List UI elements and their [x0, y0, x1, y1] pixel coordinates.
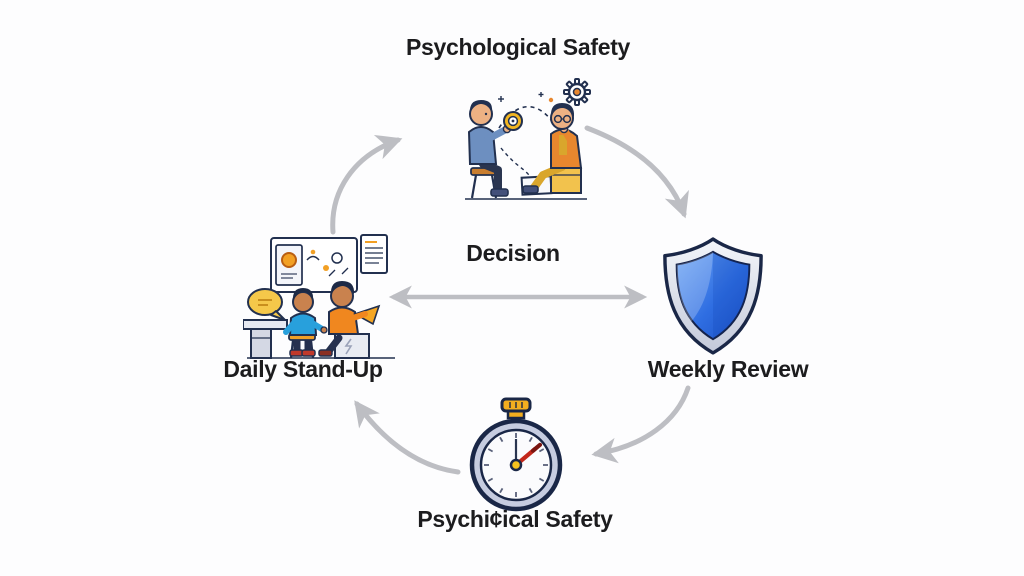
arrow-left-to-top: [330, 134, 403, 235]
right-node-label: Weekly Review: [647, 356, 809, 382]
two-people-discussion-illustration: [465, 78, 591, 200]
left-node-illustration: [242, 230, 403, 365]
arrow-bottom-to-left: [354, 400, 461, 475]
top-node-label: Psychological Safety: [405, 34, 631, 60]
right-node-illustration: [659, 234, 767, 363]
left-person-figure: [467, 100, 523, 199]
desk: [242, 319, 288, 359]
whiteboard: [270, 237, 358, 293]
left-node-label: Daily Stand-Up: [223, 356, 383, 382]
clock-ticks: [484, 433, 548, 497]
speech-bubble-icon: [247, 288, 286, 321]
top-node-illustration: [425, 72, 615, 217]
standup-person-blue: [283, 288, 328, 359]
gear-icon: [563, 78, 591, 106]
decision-label: Decision: [466, 240, 560, 266]
blue-shield-icon: [663, 237, 763, 355]
bottom-node-illustration: [466, 397, 566, 518]
arrow-right-to-bottom: [591, 385, 691, 464]
right-person-figure: [522, 103, 583, 194]
standup-person-orange: [318, 281, 381, 359]
arrow-top-to-right: [584, 125, 689, 219]
document-icon: [360, 234, 388, 274]
bottom-node-label: Psychi¢ical Safety: [417, 506, 613, 532]
team-standup-illustration: [242, 234, 395, 359]
stopwatch-icon: [469, 397, 563, 512]
sparkle-icons: [498, 92, 544, 102]
